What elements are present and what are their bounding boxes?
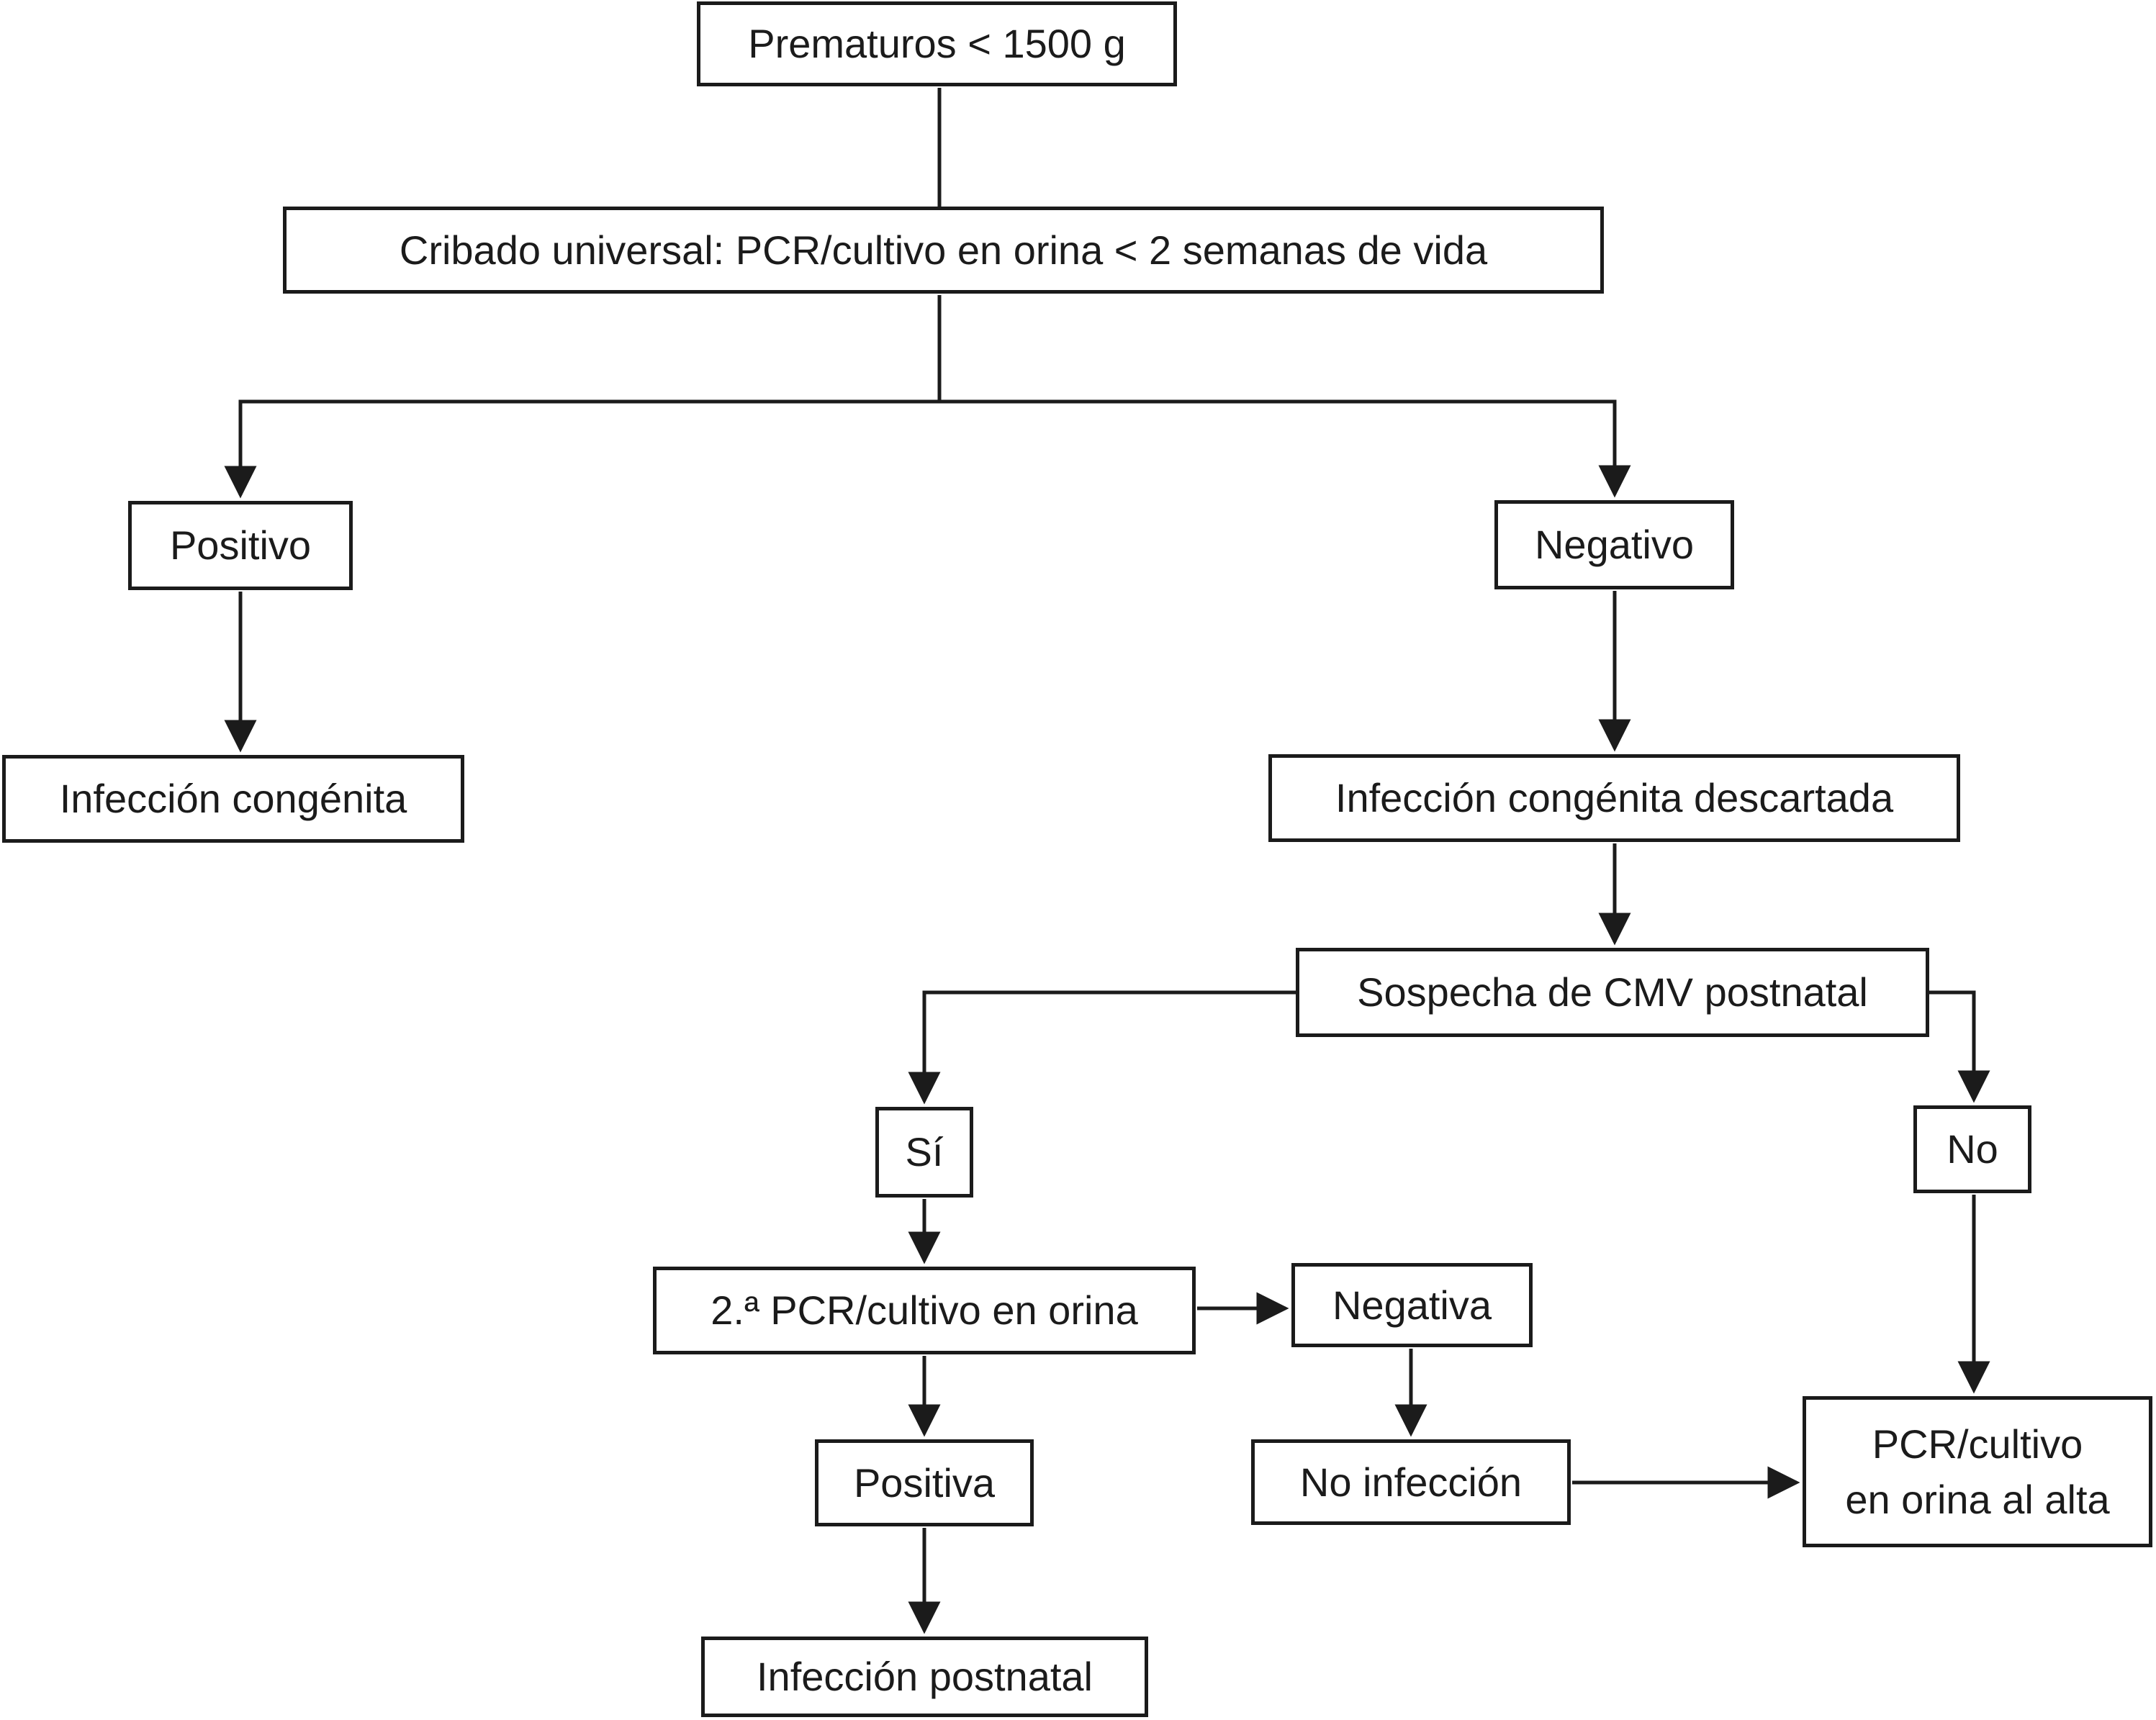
node-cribado-universal-label: Cribado universal: PCR/cultivo en orina … xyxy=(399,227,1488,273)
node-infeccion-congenita-descartada: Infección congénita descartada xyxy=(1268,754,1960,842)
node-sospecha-cmv-postnatal: Sospecha de CMV postnatal xyxy=(1296,948,1929,1037)
node-si: Sí xyxy=(875,1107,973,1198)
node-infeccion-congenita: Infección congénita xyxy=(2,755,464,843)
node-prematuros-label: Prematuros < 1500 g xyxy=(748,21,1126,67)
node-infeccion-postnatal-label: Infección postnatal xyxy=(757,1654,1093,1700)
node-sospecha-cmv-postnatal-label: Sospecha de CMV postnatal xyxy=(1357,969,1868,1015)
node-infeccion-congenita-label: Infección congénita xyxy=(59,776,407,822)
node-pcr-cultivo-orina-al-alta: PCR/cultivo en orina al alta xyxy=(1803,1396,2152,1547)
node-infeccion-postnatal: Infección postnatal xyxy=(701,1637,1148,1717)
node-prematuros: Prematuros < 1500 g xyxy=(697,1,1177,86)
edge-cribado-positivo xyxy=(224,295,942,499)
node-no: No xyxy=(1913,1105,2031,1193)
node-cribado-universal: Cribado universal: PCR/cultivo en orina … xyxy=(283,207,1604,294)
node-positiva-label: Positiva xyxy=(853,1459,996,1506)
node-pcr-cultivo-orina-al-alta-label: PCR/cultivo en orina al alta xyxy=(1845,1421,2110,1522)
node-positiva: Positiva xyxy=(815,1439,1034,1526)
node-positivo: Positivo xyxy=(128,501,353,590)
node-negativo: Negativo xyxy=(1494,500,1734,589)
node-negativa-label: Negativa xyxy=(1332,1282,1492,1328)
node-negativo-label: Negativo xyxy=(1534,522,1695,568)
node-segunda-pcr-cultivo-orina: 2.ª PCR/cultivo en orina xyxy=(653,1267,1196,1354)
node-positivo-label: Positivo xyxy=(169,522,312,569)
node-segunda-pcr-cultivo-orina-label: 2.ª PCR/cultivo en orina xyxy=(711,1287,1138,1334)
edge-sospecha-no xyxy=(1929,990,1990,1103)
node-no-label: No xyxy=(1947,1126,1998,1172)
node-infeccion-congenita-descartada-label: Infección congénita descartada xyxy=(1335,775,1894,821)
node-negativa: Negativa xyxy=(1291,1263,1533,1347)
edge-sospecha-si xyxy=(908,990,1296,1105)
node-si-label: Sí xyxy=(905,1129,944,1175)
node-no-infeccion-label: No infección xyxy=(1299,1459,1523,1505)
node-no-infeccion: No infección xyxy=(1251,1439,1571,1525)
edge-cribado-negativo xyxy=(937,295,1631,498)
